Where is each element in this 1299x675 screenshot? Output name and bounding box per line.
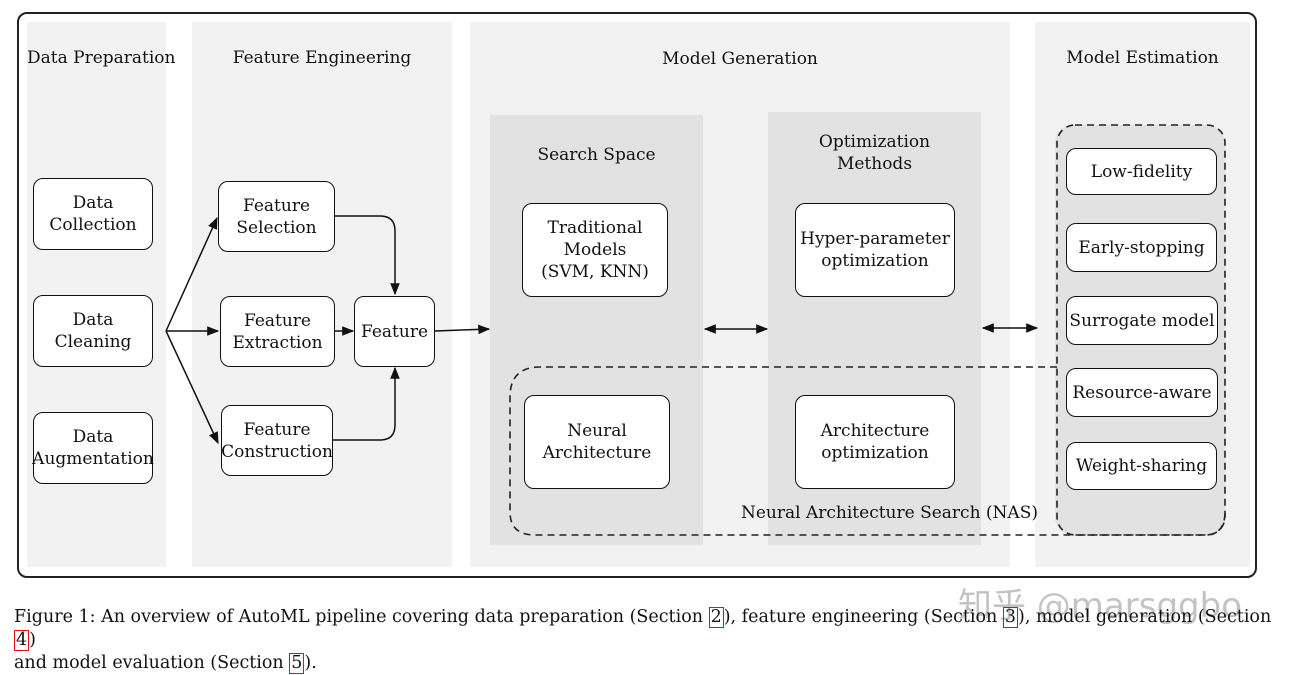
node-traditional-models: Traditional Models (SVM, KNN) [522,203,668,297]
panel-feature-engineering [192,22,452,567]
node-data-collection: Data Collection [33,178,153,250]
node-weight-sharing: Weight-sharing [1066,442,1217,490]
node-low-fidelity: Low-fidelity [1066,148,1217,195]
arrow-to-feature-selection [165,216,218,332]
caption-text-4: ) [29,630,36,650]
nas-label: Neural Architecture Search (NAS) [741,503,1038,523]
node-surrogate-model: Surrogate model [1066,296,1218,345]
node-feature-selection: Feature Selection [218,181,335,252]
figure-caption: Figure 1: An overview of AutoML pipeline… [14,606,1284,675]
heading-model-estimation: Model Estimation [1066,48,1219,68]
node-data-cleaning: Data Cleaning [33,295,153,367]
node-architecture-optimization: Architecture optimization [795,395,955,489]
node-early-stopping: Early-stopping [1066,223,1217,272]
heading-model-generation: Model Generation [662,49,818,69]
caption-ref-section-4[interactable]: 4 [14,630,30,651]
caption-text-6: ). [304,653,317,673]
caption-text-1: Figure 1: An overview of AutoML pipeline… [14,607,709,627]
caption-text-3: ), model generation (Section [1018,607,1272,627]
node-neural-architecture: Neural Architecture [524,395,670,489]
heading-feature-engineering: Feature Engineering [232,48,412,68]
caption-ref-section-2[interactable]: 2 [708,607,724,628]
watermark: 知乎 @marsggbo [958,586,1243,626]
heading-optimization-methods: Optimization Methods [818,132,931,174]
heading-search-space: Search Space [537,145,656,165]
caption-ref-section-5[interactable]: 5 [289,653,305,674]
node-feature-construction: Feature Construction [221,405,333,476]
arrow-selection-to-feature [335,215,400,296]
node-data-augmentation: Data Augmentation [32,412,154,484]
arrow-construction-to-feature [333,366,400,441]
model-estimation-outline [1056,124,1226,536]
arrow-to-feature-construction [165,330,219,445]
node-feature: Feature [354,296,435,367]
arrow-feature-to-model-generation [434,324,491,335]
diagram-frame [17,12,1257,578]
node-feature-extraction: Feature Extraction [220,296,335,367]
node-hyper-parameter-optimization: Hyper-parameter optimization [795,203,955,297]
caption-text-5: and model evaluation (Section [14,653,290,673]
caption-text-2: ), feature engineering (Section [723,607,1003,627]
heading-data-preparation: Data Preparation [27,48,176,68]
node-resource-aware: Resource-aware [1066,368,1218,417]
connector-layer [165,124,1226,536]
nas-region-outline [509,366,1226,536]
caption-ref-section-3[interactable]: 3 [1002,607,1019,628]
